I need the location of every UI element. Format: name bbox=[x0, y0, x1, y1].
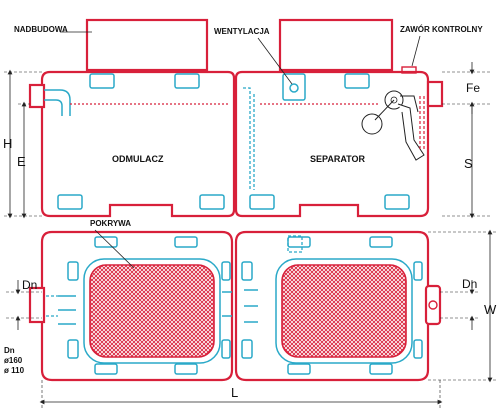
nadbudowa-right bbox=[278, 18, 394, 72]
pokrywa-callout: POKRYWA bbox=[90, 219, 135, 269]
dim-fe: Fe bbox=[466, 81, 480, 95]
dn-note-d1: ø160 bbox=[4, 356, 23, 365]
top-dimensions: Dn Dn W L bbox=[6, 229, 497, 410]
pokrywa-left bbox=[89, 264, 215, 358]
callouts: NADBUDOWA WENTYLACJA ZAWÓR KONTROLNY bbox=[14, 25, 483, 85]
wentylacja-label: WENTYLACJA bbox=[214, 27, 270, 36]
zawor-kontrolny-label: ZAWÓR KONTROLNY bbox=[400, 25, 483, 34]
control-valve-float bbox=[361, 90, 425, 161]
inlet-elbow bbox=[44, 89, 71, 116]
ventilation-icon bbox=[289, 83, 299, 93]
outlet-pipe bbox=[426, 80, 444, 108]
inlet-pipe bbox=[28, 83, 46, 109]
top-view bbox=[28, 230, 442, 382]
odmulacz-label: ODMULACZ bbox=[112, 154, 164, 164]
ventilation-box bbox=[282, 73, 306, 101]
dn-note-title: Dn bbox=[4, 346, 15, 355]
dim-s: S bbox=[464, 156, 473, 171]
nadbudowa-label: NADBUDOWA bbox=[14, 25, 68, 34]
pokrywa-right bbox=[281, 264, 407, 358]
dim-w: W bbox=[484, 302, 497, 317]
dim-dn-right: Dn bbox=[462, 277, 477, 291]
separator-tank bbox=[234, 70, 430, 218]
dn-note-d2: ø 110 bbox=[4, 366, 25, 375]
dim-h: H bbox=[3, 136, 12, 151]
dim-l: L bbox=[231, 385, 238, 400]
dim-dn-left: Dn bbox=[22, 278, 37, 292]
dn-note: Dn ø160 ø 110 bbox=[4, 346, 25, 375]
side-view: ODMULACZ SEPARATOR bbox=[28, 18, 444, 218]
separator-label: SEPARATOR bbox=[310, 154, 366, 164]
nadbudowa-left bbox=[85, 18, 209, 72]
odmulacz-tank bbox=[40, 70, 236, 218]
dim-e: E bbox=[17, 154, 26, 169]
pokrywa-label: POKRYWA bbox=[90, 219, 131, 228]
side-dimensions: H E Fe S bbox=[3, 62, 490, 219]
